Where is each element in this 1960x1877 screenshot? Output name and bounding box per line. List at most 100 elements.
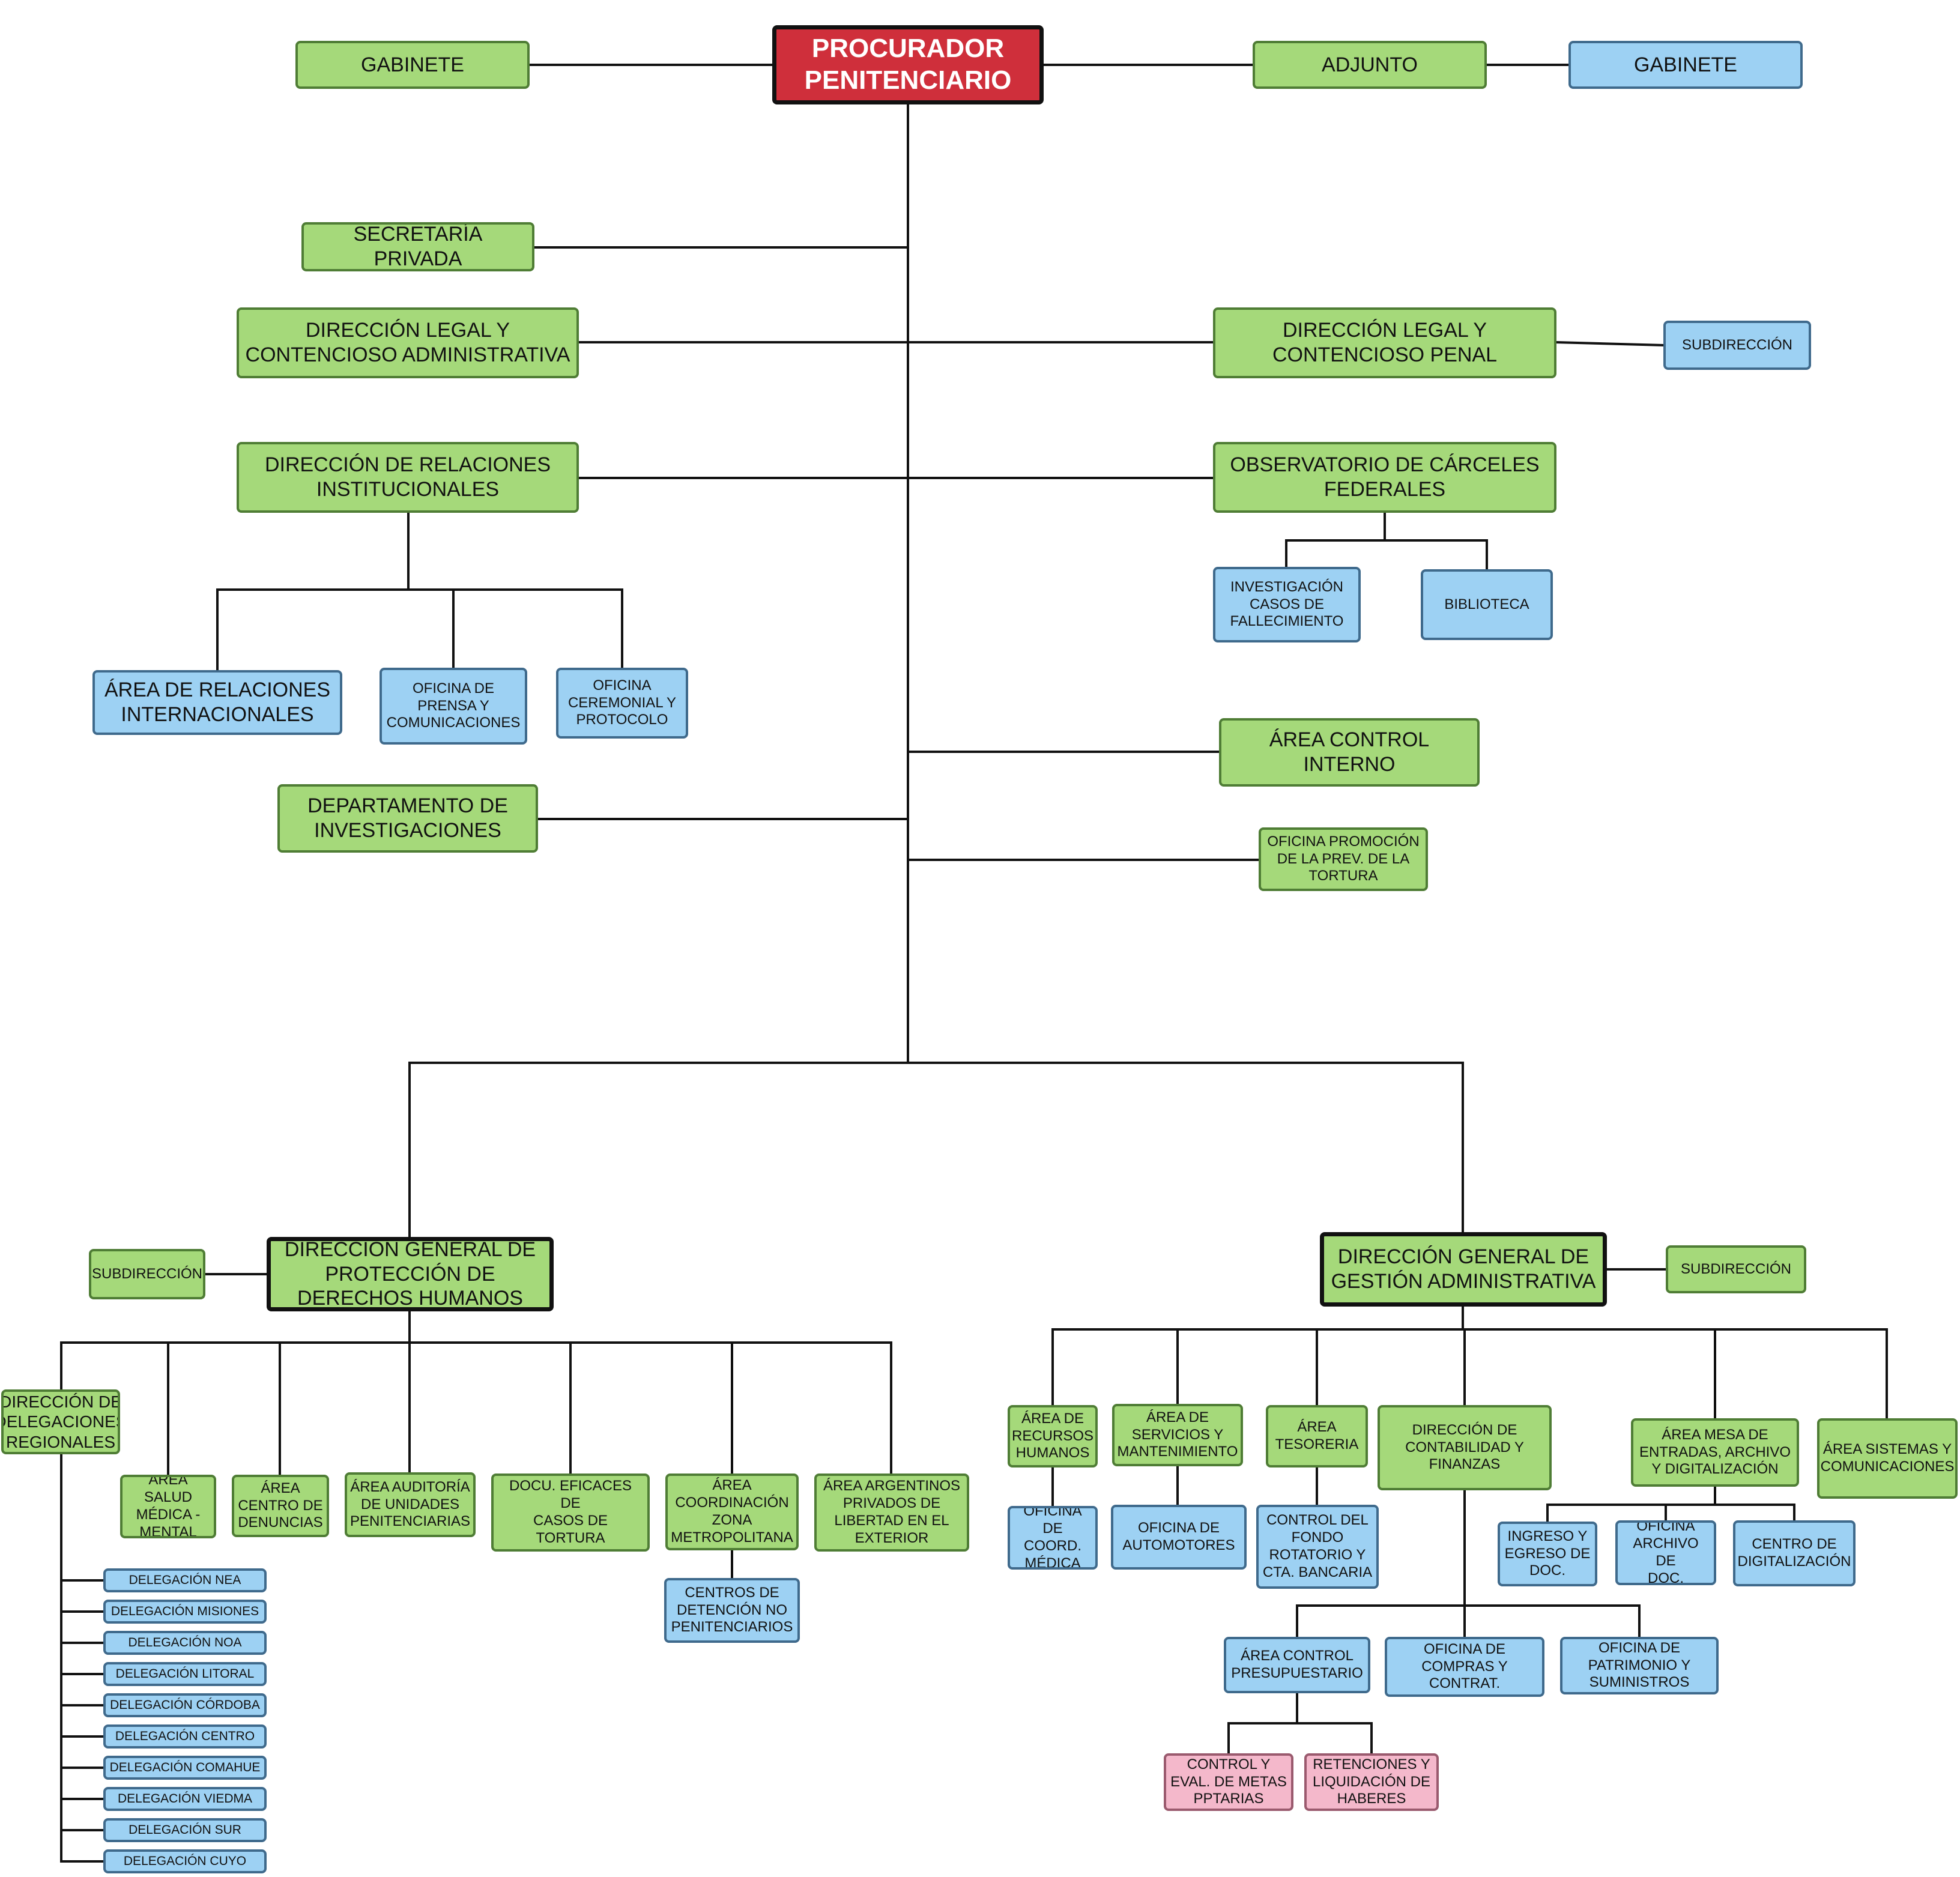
node-label: ÁREA MESA DE ENTRADAS, ARCHIVO Y DIGITAL… [1639, 1426, 1791, 1478]
node-area-invest-tortura[interactable]: ÁREA INVEST. Y DOCU. EFICACES DE CASOS D… [491, 1473, 650, 1552]
node-dg-gestion[interactable]: DIRECCIÓN GENERAL DE GESTIÓN ADMINISTRAT… [1320, 1232, 1607, 1307]
node-procurador[interactable]: PROCURADOR PENITENCIARIO [772, 25, 1044, 104]
node-label: DIRECCIÓN LEGAL Y CONTENCIOSO ADMINISTRA… [245, 319, 570, 366]
node-label: ADJUNTO [1322, 53, 1418, 76]
node-subdireccion-ddhh[interactable]: SUBDIRECCIÓN [89, 1249, 205, 1299]
node-centro-digitalizacion[interactable]: CENTRO DE DIGITALIZACIÓN [1733, 1520, 1856, 1586]
node-investigacion-fallecimiento[interactable]: INVESTIGACIÓN CASOS DE FALLECIMIENTO [1213, 567, 1361, 642]
node-delegacion[interactable]: DELEGACIÓN MISIONES [103, 1600, 267, 1624]
node-control-fondo[interactable]: CONTROL DEL FONDO ROTATORIO Y CTA. BANCA… [1256, 1505, 1379, 1589]
node-label: DELEGACIÓN NOA [128, 1636, 242, 1650]
node-label: DELEGACIÓN CÓRDOBA [110, 1698, 260, 1712]
node-label: CENTRO DE DIGITALIZACIÓN [1737, 1536, 1851, 1570]
node-label: SUBDIRECCIÓN [1680, 1260, 1792, 1277]
node-oficina-archivo[interactable]: OFICINA ARCHIVO DE DOC. [1615, 1520, 1716, 1585]
node-label: CONTROL DEL FONDO ROTATORIO Y CTA. BANCA… [1262, 1512, 1373, 1580]
node-label: OFICINA DE COMPRAS Y CONTRAT. [1421, 1640, 1508, 1692]
node-label: OFICINA ARCHIVO DE DOC. [1633, 1520, 1699, 1585]
node-dir-legal-penal[interactable]: DIRECCIÓN LEGAL Y CONTENCIOSO PENAL [1213, 307, 1556, 378]
node-subdireccion-gestion[interactable]: SUBDIRECCIÓN [1666, 1245, 1806, 1293]
node-label: BIBLIOTECA [1444, 596, 1529, 612]
node-area-tesoreria[interactable]: ÁREA TESORERIA [1266, 1405, 1368, 1467]
node-label: OBSERVATORIO DE CÁRCELES FEDERALES [1230, 453, 1540, 501]
node-adjunto[interactable]: ADJUNTO [1253, 41, 1487, 89]
node-delegacion[interactable]: DELEGACIÓN SUR [103, 1818, 267, 1842]
node-area-metropolitana[interactable]: ÁREA COORDINACIÓN ZONA METROPOLITANA [665, 1473, 799, 1550]
node-label: DELEGACIÓN SUR [129, 1823, 241, 1837]
node-label: OFICINA DE COORD. MÉDICA [1023, 1506, 1082, 1570]
node-dir-legal-admin[interactable]: DIRECCIÓN LEGAL Y CONTENCIOSO ADMINISTRA… [237, 307, 579, 378]
node-subdireccion-penal[interactable]: SUBDIRECCIÓN [1663, 321, 1811, 370]
node-delegacion[interactable]: DELEGACIÓN CENTRO [103, 1724, 267, 1749]
node-label: ÁREA SISTEMAS Y COMUNICACIONES [1820, 1441, 1955, 1475]
node-label: ÁREA AUDITORÍA DE UNIDADES PENITENCIARIA… [349, 1478, 471, 1530]
node-label: ÁREA ARGENTINOS PRIVADOS DE LIBERTAD EN … [823, 1478, 961, 1546]
node-area-auditoria[interactable]: ÁREA AUDITORÍA DE UNIDADES PENITENCIARIA… [345, 1472, 476, 1537]
node-label: OFICINA DE AUTOMOTORES [1122, 1520, 1235, 1553]
node-oficina-patrimonio[interactable]: OFICINA DE PATRIMONIO Y SUMINISTROS [1560, 1637, 1719, 1694]
node-dir-delegaciones[interactable]: DIRECCIÓN DE DELEGACIONES REGIONALES [1, 1389, 120, 1454]
node-area-denuncias[interactable]: ÁREA CENTRO DE DENUNCIAS [232, 1475, 329, 1537]
node-label: CONTROL Y EVAL. DE METAS PPTARIAS [1170, 1756, 1287, 1807]
node-label: OFICINA DE PATRIMONIO Y SUMINISTROS [1588, 1639, 1691, 1691]
node-area-mesa-entradas[interactable]: ÁREA MESA DE ENTRADAS, ARCHIVO Y DIGITAL… [1631, 1418, 1799, 1487]
node-label: DIRECCIÓN GENERAL DE GESTIÓN ADMINISTRAT… [1331, 1245, 1596, 1293]
node-delegacion[interactable]: DELEGACIÓN NEA [103, 1568, 267, 1592]
connector-line [1555, 340, 1665, 347]
node-label: DELEGACIÓN CUYO [123, 1854, 247, 1869]
node-gabinete-right[interactable]: GABINETE [1568, 41, 1803, 89]
node-label: DELEGACIÓN CENTRO [115, 1729, 255, 1744]
node-delegacion[interactable]: DELEGACIÓN VIEDMA [103, 1787, 267, 1811]
node-label: OFICINA DE PRENSA Y COMUNICACIONES [386, 680, 521, 731]
node-control-metas[interactable]: CONTROL Y EVAL. DE METAS PPTARIAS [1164, 1753, 1293, 1811]
node-area-sistemas[interactable]: ÁREA SISTEMAS Y COMUNICACIONES [1817, 1418, 1958, 1499]
node-label: SUBDIRECCIÓN [91, 1265, 203, 1282]
node-label: DELEGACIÓN COMAHUE [109, 1761, 261, 1775]
node-oficina-ceremonial[interactable]: OFICINA CEREMONIAL Y PROTOCOLO [556, 668, 688, 739]
node-delegacion[interactable]: DELEGACIÓN CUYO [103, 1849, 267, 1873]
node-label: INVESTIGACIÓN CASOS DE FALLECIMIENTO [1230, 578, 1344, 630]
node-label: ÁREA SALUD MÉDICA - MENTAL [136, 1475, 201, 1538]
node-oficina-tortura[interactable]: OFICINA PROMOCIÓN DE LA PREV. DE LA TORT… [1259, 827, 1428, 891]
node-oficina-automotores[interactable]: OFICINA DE AUTOMOTORES [1111, 1505, 1247, 1570]
node-dg-ddhh[interactable]: DIRECCIÓN GENERAL DE PROTECCIÓN DE DEREC… [267, 1237, 554, 1311]
node-ingreso-egreso[interactable]: INGRESO Y EGRESO DE DOC. [1498, 1522, 1597, 1586]
node-oficina-coord-medica[interactable]: OFICINA DE COORD. MÉDICA [1008, 1506, 1098, 1570]
node-area-rrhh[interactable]: ÁREA DE RECURSOS HUMANOS [1008, 1405, 1098, 1467]
node-label: PROCURADOR PENITENCIARIO [804, 34, 1012, 95]
node-area-control-presup[interactable]: ÁREA CONTROL PRESUPUESTARIO [1224, 1637, 1370, 1693]
node-depto-investigaciones[interactable]: DEPARTAMENTO DE INVESTIGACIONES [277, 784, 538, 853]
node-delegacion[interactable]: DELEGACIÓN LITORAL [103, 1662, 267, 1686]
node-label: DELEGACIÓN MISIONES [110, 1604, 259, 1619]
node-secretaria-privada[interactable]: SECRETARÍA PRIVADA [301, 222, 534, 271]
node-gabinete-left[interactable]: GABINETE [295, 41, 530, 89]
node-biblioteca[interactable]: BIBLIOTECA [1421, 569, 1553, 640]
node-delegacion[interactable]: DELEGACIÓN CÓRDOBA [103, 1693, 267, 1717]
node-observatorio[interactable]: OBSERVATORIO DE CÁRCELES FEDERALES [1213, 442, 1556, 513]
node-area-exterior[interactable]: ÁREA ARGENTINOS PRIVADOS DE LIBERTAD EN … [814, 1473, 969, 1552]
node-label: ÁREA INVEST. Y DOCU. EFICACES DE CASOS D… [508, 1476, 633, 1549]
node-oficina-prensa[interactable]: OFICINA DE PRENSA Y COMUNICACIONES [380, 668, 527, 745]
node-label: ÁREA DE RECURSOS HUMANOS [1011, 1410, 1094, 1461]
node-area-rel-internacionales[interactable]: ÁREA DE RELACIONES INTERNACIONALES [92, 670, 342, 735]
node-label: RETENCIONES Y LIQUIDACIÓN DE HABERES [1312, 1756, 1431, 1807]
node-label: ÁREA DE SERVICIOS Y MANTENIMIENTO [1117, 1409, 1238, 1460]
node-label: DIRECCIÓN DE RELACIONES INSTITUCIONALES [264, 453, 551, 501]
node-area-control-interno[interactable]: ÁREA CONTROL INTERNO [1219, 718, 1480, 787]
node-label: ÁREA COORDINACIÓN ZONA METROPOLITANA [671, 1477, 793, 1546]
node-delegacion[interactable]: DELEGACIÓN COMAHUE [103, 1756, 267, 1780]
node-dir-contabilidad[interactable]: DIRECCIÓN DE CONTABILIDAD Y FINANZAS [1378, 1405, 1552, 1490]
node-retenciones[interactable]: RETENCIONES Y LIQUIDACIÓN DE HABERES [1304, 1753, 1439, 1811]
node-area-salud[interactable]: ÁREA SALUD MÉDICA - MENTAL [120, 1475, 216, 1538]
node-label: ÁREA TESORERIA [1275, 1419, 1359, 1452]
node-area-servicios[interactable]: ÁREA DE SERVICIOS Y MANTENIMIENTO [1112, 1404, 1243, 1466]
node-label: DELEGACIÓN NEA [129, 1573, 241, 1588]
node-centros-detencion[interactable]: CENTROS DE DETENCIÓN NO PENITENCIARIOS [664, 1578, 800, 1643]
node-label: ÁREA CONTROL INTERNO [1269, 728, 1430, 776]
node-delegacion[interactable]: DELEGACIÓN NOA [103, 1631, 267, 1655]
node-label: ÁREA DE RELACIONES INTERNACIONALES [104, 679, 330, 726]
node-dir-relaciones[interactable]: DIRECCIÓN DE RELACIONES INSTITUCIONALES [237, 442, 579, 513]
node-label: DIRECCIÓN GENERAL DE PROTECCIÓN DE DEREC… [284, 1238, 536, 1310]
node-oficina-compras[interactable]: OFICINA DE COMPRAS Y CONTRAT. [1385, 1637, 1544, 1697]
